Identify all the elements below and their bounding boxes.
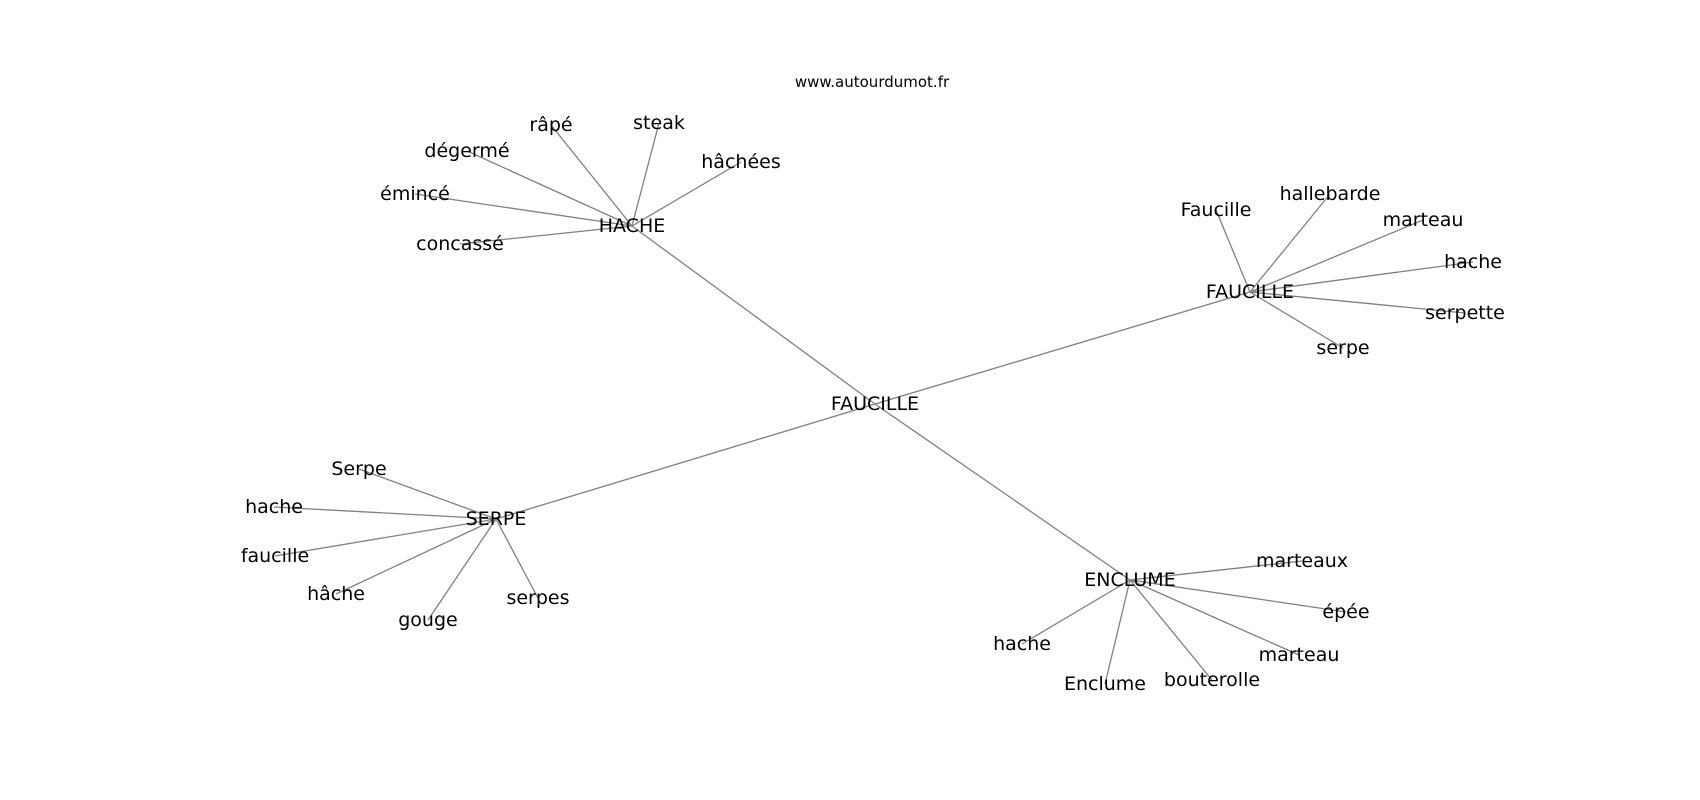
edge-faucille-marteau [1249,219,1424,293]
leaf-faucille-hallebarde: hallebarde [1280,183,1381,205]
edge-serpe-faucille [274,518,497,557]
edge-enclume-hache [1021,579,1131,645]
edge-enclume-marteau [1129,579,1300,656]
leaf-enclume-enclume: Enclume [1064,673,1146,695]
leaf-serpe-serpes: serpes [506,587,569,609]
leaf-serpe-serpe: Serpe [331,458,386,480]
graph-edges [273,122,1474,685]
edge-enclume-marteaux [1129,560,1303,581]
node-hache: HACHE [599,215,666,237]
edge-hache-hachees [631,161,742,227]
edge-serpe-serpe [358,468,497,520]
leaf-faucille-faucille: Faucille [1181,199,1252,221]
edge-center-hache [631,225,876,405]
edge-hache-degerme [466,150,633,227]
node-center: FAUCILLE [831,393,919,415]
leaf-hache-emince: émincé [380,183,450,205]
leaf-serpe-hache: hâche [307,583,365,605]
edge-center-faucille [874,291,1251,405]
leaf-enclume-epee: épée [1322,601,1369,623]
edge-faucille-faucille [1215,209,1251,293]
leaf-enclume-marteaux: marteaux [1256,550,1348,572]
edge-serpe-gouge [427,518,497,621]
leaf-faucille-marteau: marteau [1383,209,1464,231]
leaf-hache-degerme: dégermé [424,140,509,162]
edge-faucille-hache [1249,261,1474,293]
node-serpe: SERPE [466,508,527,530]
edge-faucille-serpe [1249,291,1344,349]
edge-faucille-serpette [1249,291,1466,314]
edge-enclume-enclume [1104,579,1131,685]
leaf-enclume-marteau: marteau [1259,644,1340,666]
leaf-hache-concasse: concassé [416,233,504,255]
leaf-enclume-bouterolle: bouterolle [1164,669,1260,691]
leaf-hache-steak: steak [633,112,685,134]
leaf-serpe-faucille: faucille [241,545,309,567]
leaf-faucille-hache: hache [1444,251,1502,273]
leaf-hache-hachees: hâchées [701,151,780,173]
edge-serpe-hache [335,518,497,595]
edge-hache-emince [414,193,633,227]
edge-center-serpe [495,403,876,520]
edge-center-enclume [874,403,1131,581]
node-enclume: ENCLUME [1084,569,1175,591]
edge-hache-concasse [459,225,633,245]
edge-enclume-bouterolle [1129,579,1213,681]
leaf-enclume-hache: hache [993,633,1051,655]
leaf-faucille-serpe: serpe [1316,337,1369,359]
node-faucille: FAUCILLE [1206,281,1294,303]
edge-enclume-epee [1129,579,1347,613]
edge-serpe-hache [273,506,497,520]
leaf-faucille-serpette: serpette [1425,302,1505,324]
edge-faucille-hallebarde [1249,193,1331,293]
leaf-serpe-gouge: gouge [398,609,457,631]
leaf-serpe-hache: hache [245,496,303,518]
edge-hache-rape [550,124,633,227]
graph-labels: FAUCILLE HACHE râpé steak dégermé hâchées émin… [241,112,1505,695]
watermark: www.autourdumot.fr [795,73,950,91]
edge-hache-steak [631,122,660,227]
leaf-hache-rape: râpé [529,114,572,136]
edge-serpe-serpes [495,518,539,599]
